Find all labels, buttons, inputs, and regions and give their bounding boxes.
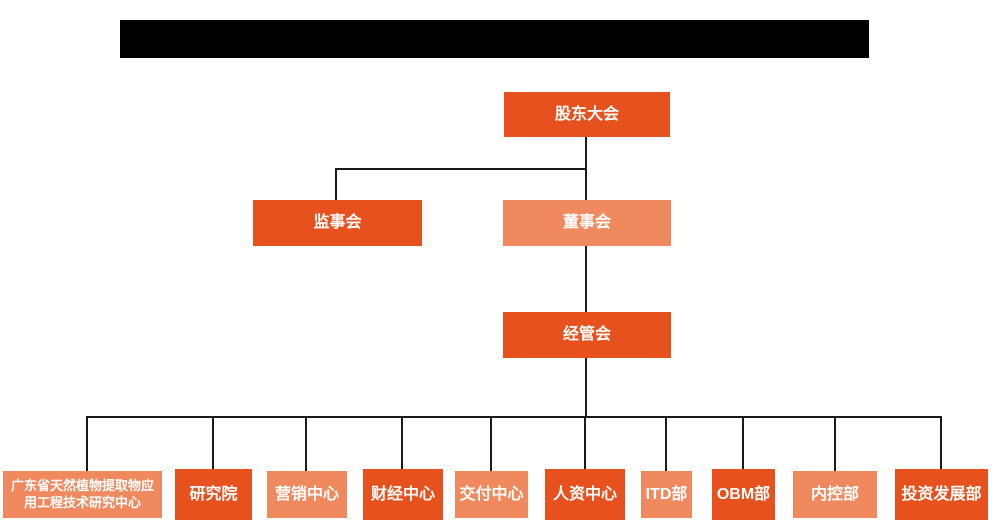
org-node-label: 广东省天然植物提取物应用工程技术研究中心 [10,477,154,510]
org-node-internal-control-department: 内控部 [793,471,877,518]
org-node-label: 人资中心 [552,485,617,503]
org-node-label: 研究院 [189,485,238,503]
org-node-hr-center: 人资中心 [545,469,625,520]
org-node-delivery-center: 交付中心 [455,471,528,518]
connector-board-drop [585,168,587,200]
org-node-label: 投资发展部 [901,485,982,503]
org-node-label: 财经中心 [370,485,435,503]
connector-dept-drop-8 [742,416,744,471]
connector-dept-drop-6 [584,416,586,471]
org-node-itd-department: ITD部 [641,471,692,518]
org-node-label: 营销中心 [274,485,339,503]
org-node-supervisory-board: 监事会 [253,200,422,246]
connector-management-down [585,358,587,418]
connector-board-to-management [585,246,587,312]
connector-dept-drop-1 [86,416,88,471]
org-node-label: 内控部 [810,485,859,503]
connector-dept-drop-2 [212,416,214,471]
org-node-label: 监事会 [313,214,362,232]
org-node-finance-center: 财经中心 [363,469,443,520]
connector-dept-drop-10 [940,416,942,471]
connector-dept-drop-5 [490,416,492,471]
org-node-label: ITD部 [645,485,688,503]
org-node-management-committee: 经管会 [503,312,671,358]
org-node-shareholders-meeting: 股东大会 [504,92,670,137]
connector-level2-branch [335,168,587,170]
connector-supervisory-drop [335,168,337,200]
org-node-label: 经管会 [562,326,611,344]
org-node-label: 交付中心 [459,485,524,503]
connector-dept-drop-7 [665,416,667,471]
connector-dept-drop-4 [401,416,403,471]
connector-departments-branch [86,416,942,418]
org-node-research-institute: 研究院 [175,469,252,520]
connector-dept-drop-3 [305,416,307,471]
org-node-research-center: 广东省天然植物提取物应用工程技术研究中心 [3,471,162,518]
org-node-marketing-center: 营销中心 [267,471,347,518]
org-node-investment-development-department: 投资发展部 [895,469,988,520]
connector-root-down [585,137,587,170]
org-node-board-of-directors: 董事会 [503,200,671,246]
org-node-label: 董事会 [562,214,611,232]
org-node-label: 股东大会 [554,105,619,123]
connector-dept-drop-9 [834,416,836,471]
org-node-label: OBM部 [716,485,771,503]
org-node-obm-department: OBM部 [712,469,775,520]
redacted-title-bar [120,20,869,58]
